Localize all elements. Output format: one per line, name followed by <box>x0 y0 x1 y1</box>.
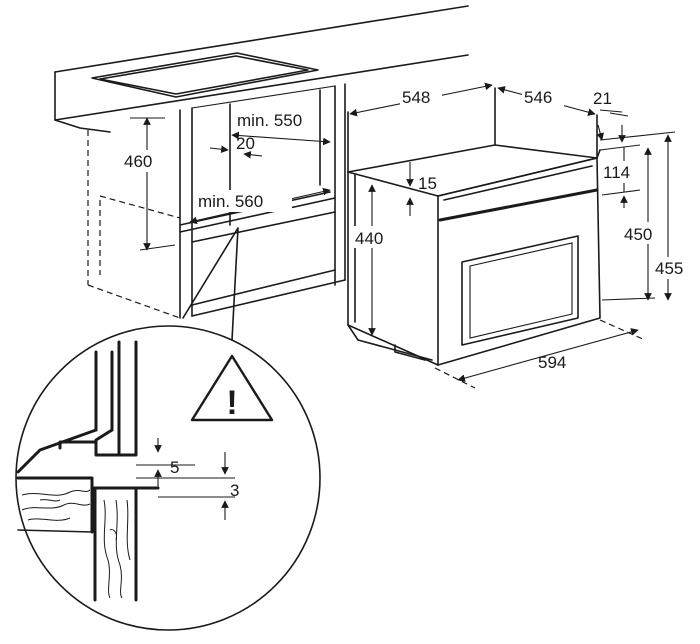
dim-5-arrow <box>136 438 195 488</box>
dim-min-550: min. 550 <box>237 111 302 130</box>
countertop <box>54 5 469 133</box>
warning-triangle-icon: ! <box>190 354 274 422</box>
dim-20: 20 <box>236 134 255 153</box>
hob <box>91 52 319 98</box>
dim-450: 450 <box>624 225 652 244</box>
dim-3: 3 <box>230 481 239 500</box>
detail-zoom <box>16 340 160 602</box>
dim-594-arrow <box>434 319 646 389</box>
dim-114: 114 <box>603 163 630 182</box>
dim-min-560: min. 560 <box>198 192 263 211</box>
oven <box>347 87 601 366</box>
dim-3-arrow <box>136 452 235 520</box>
dim-594: 594 <box>538 353 566 372</box>
dim-546: 546 <box>524 88 552 107</box>
dim-min550-arrow <box>231 131 331 146</box>
dim-455: 455 <box>655 259 683 278</box>
dim-5: 5 <box>170 458 179 477</box>
warning-symbol: ! <box>226 384 237 422</box>
detail-callout <box>15 227 321 631</box>
dim-548: 548 <box>402 88 430 107</box>
dim-21-arrow <box>596 109 629 143</box>
dim-460: 460 <box>124 152 152 171</box>
dim-460-arrow <box>130 117 176 251</box>
dim-440: 440 <box>355 229 383 248</box>
dim-20-arrow <box>209 145 263 159</box>
dim-21: 21 <box>593 89 612 108</box>
dim-15: 15 <box>418 174 437 193</box>
